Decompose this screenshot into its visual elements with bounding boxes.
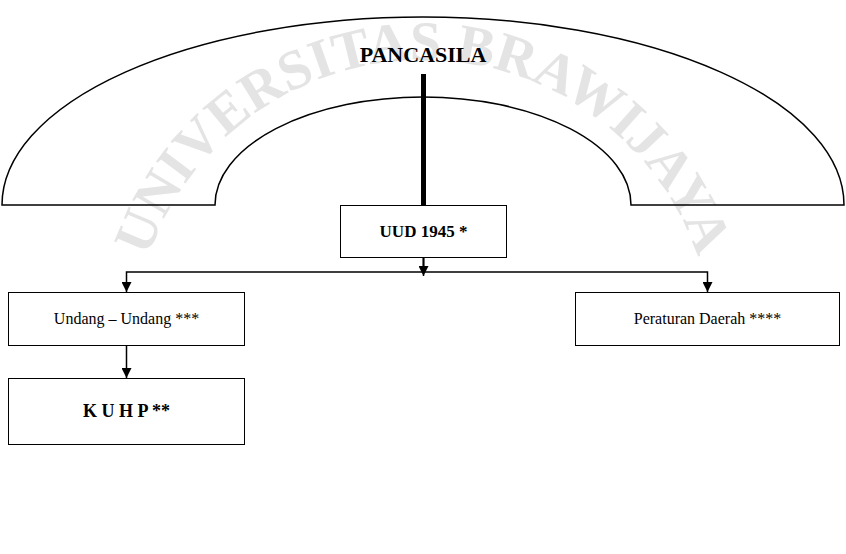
box-text: UUD 1945 * bbox=[380, 222, 468, 242]
arch-text-holder: PANCASILA bbox=[0, 42, 846, 68]
box-text: Undang – Undang *** bbox=[54, 310, 199, 328]
arrow-connector bbox=[126, 346, 128, 378]
thick-connector bbox=[421, 74, 426, 205]
watermark-text: UNIVERSITAS BRAWIJAYA bbox=[101, 10, 744, 262]
arch-outline bbox=[0, 12, 846, 207]
arrow-connector bbox=[127, 258, 424, 292]
watermark-path-text: UNIVERSITAS BRAWIJAYA bbox=[101, 10, 744, 262]
box-text: K U H P ** bbox=[83, 401, 170, 422]
box-text: Peraturan Daerah **** bbox=[634, 310, 782, 328]
regional-regulation-box: Peraturan Daerah **** bbox=[575, 292, 840, 346]
arch-title: PANCASILA bbox=[360, 42, 487, 68]
arch-band: PANCASILA bbox=[0, 12, 846, 207]
criminal-code-box: K U H P ** bbox=[8, 378, 245, 445]
arrow-connector bbox=[424, 258, 708, 292]
law-box: Undang – Undang *** bbox=[8, 292, 245, 346]
constitution-box: UUD 1945 * bbox=[340, 205, 507, 258]
arch-path bbox=[2, 17, 844, 205]
